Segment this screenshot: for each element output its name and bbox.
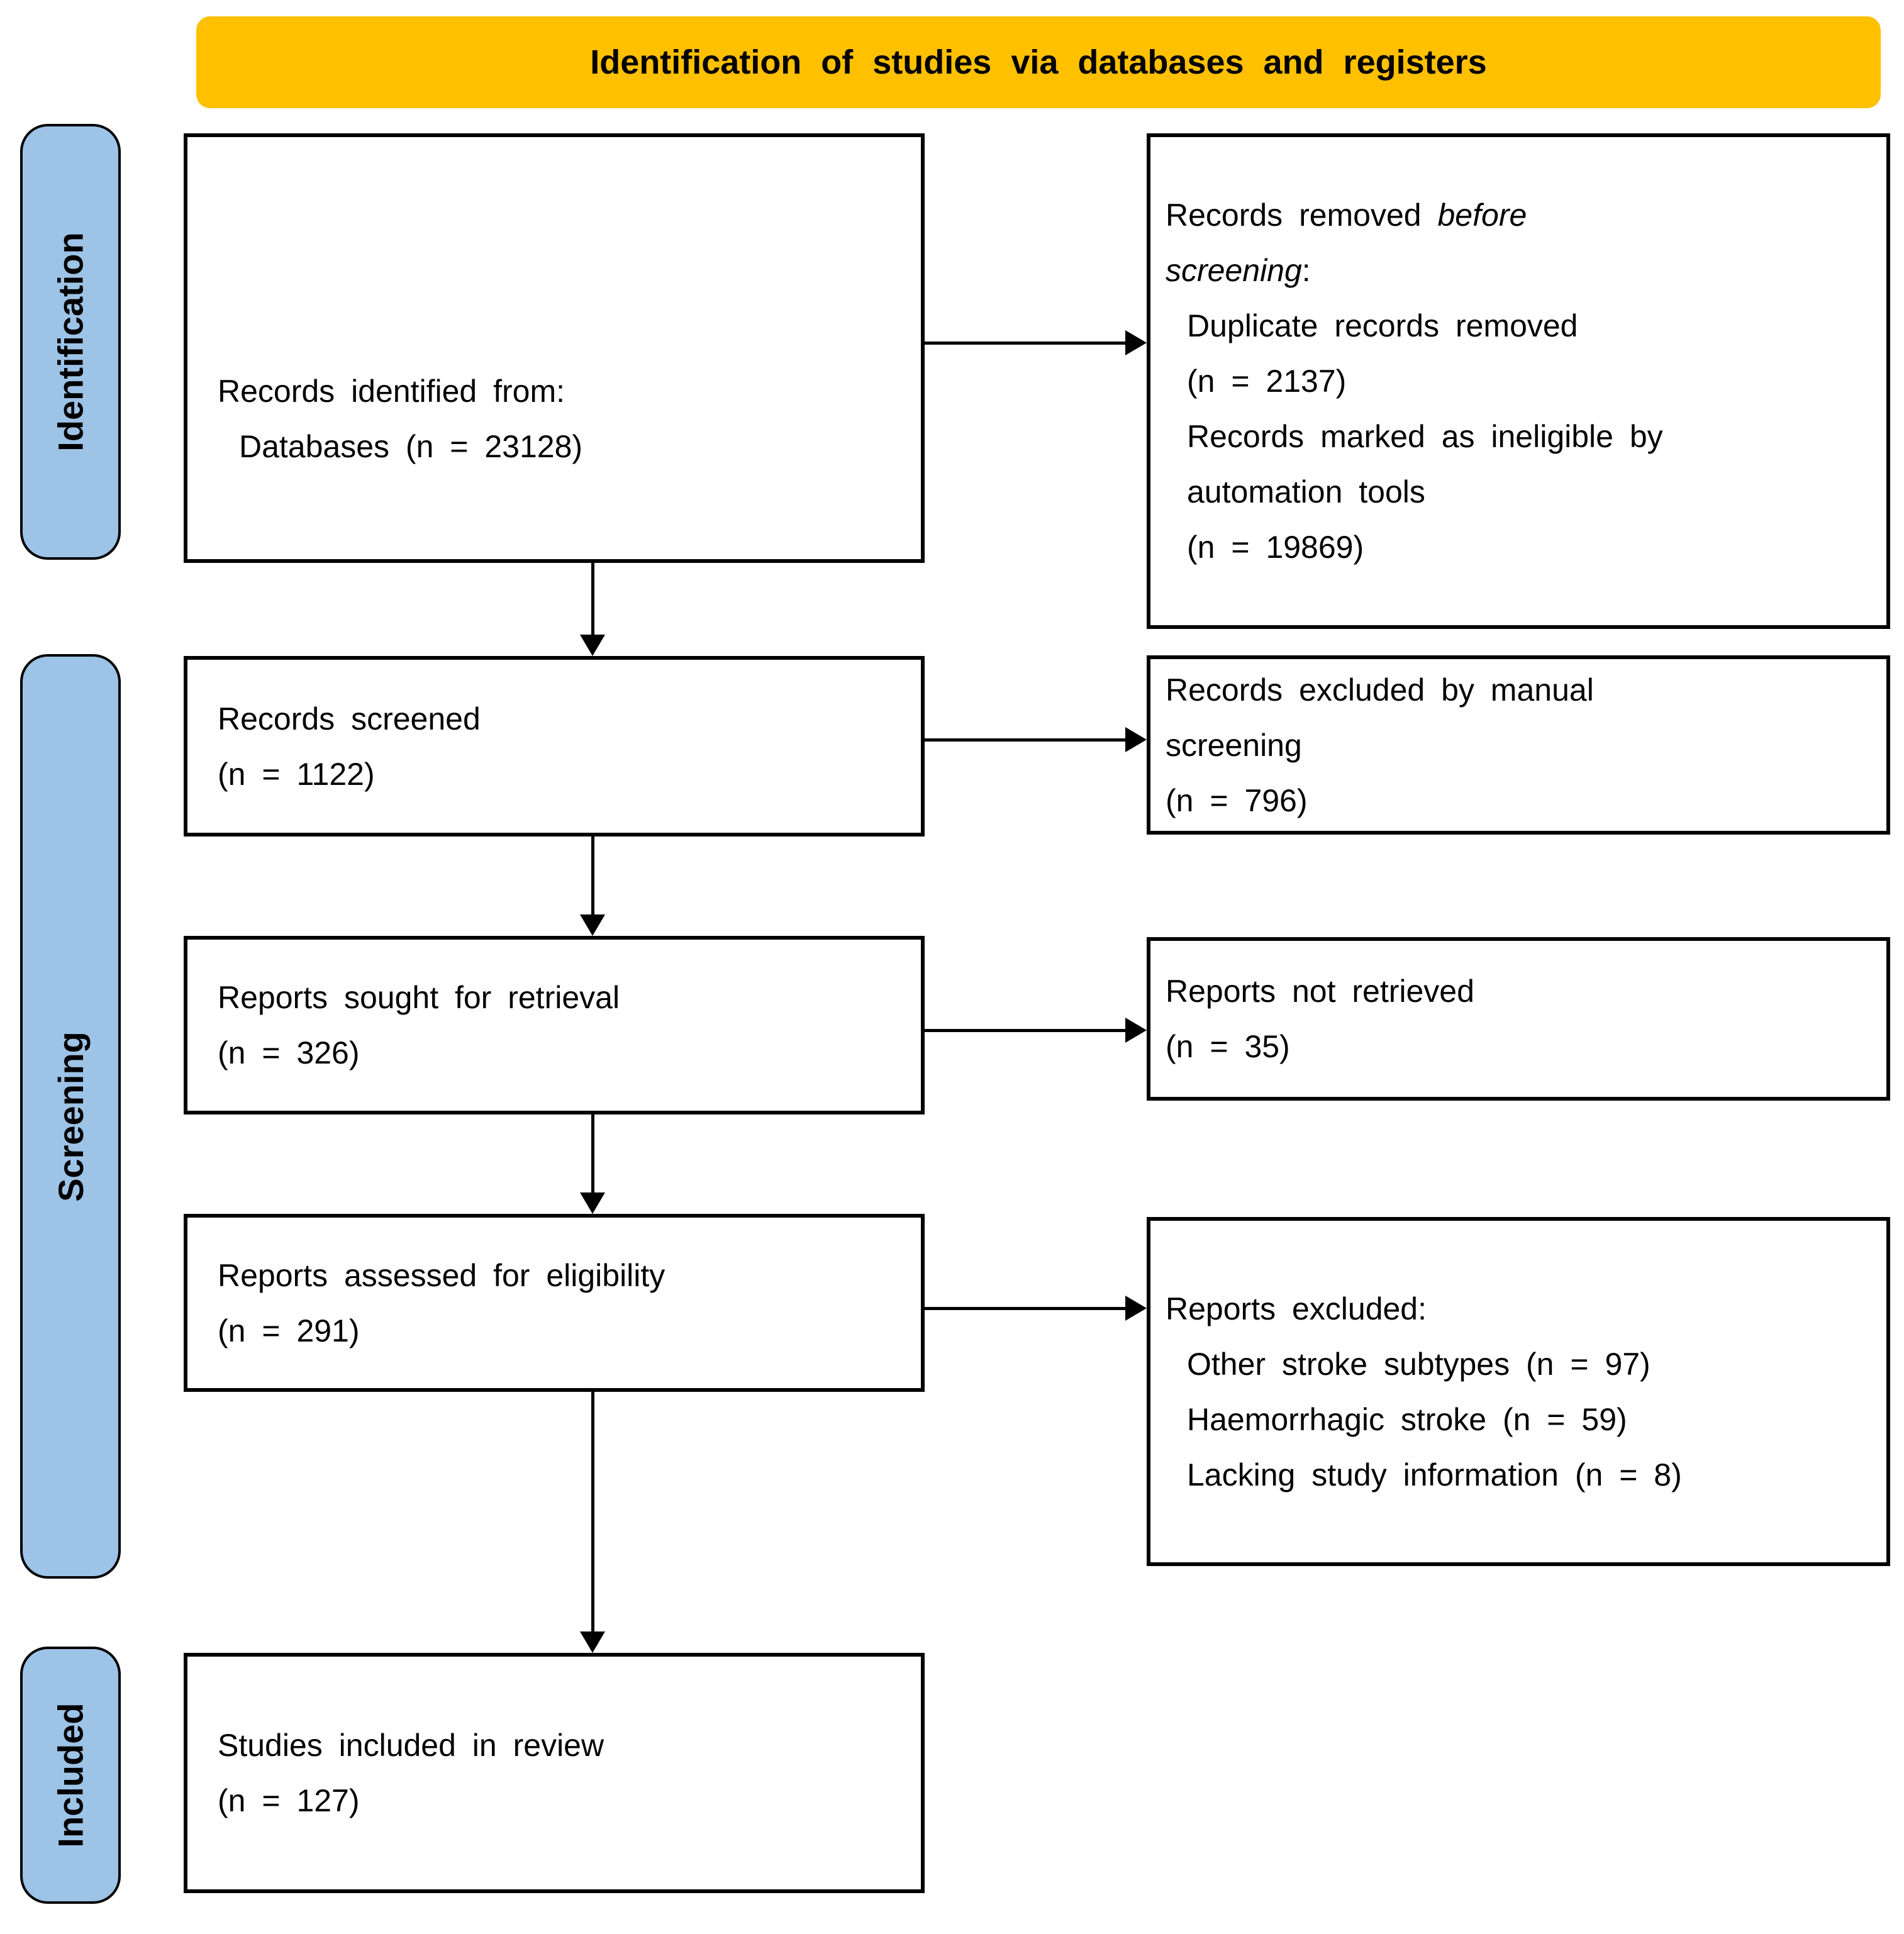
stage-label-identification: Identification: [20, 124, 121, 560]
box-studies-included-line1: Studies included in review: [218, 1728, 604, 1763]
stage-label-included: Included: [20, 1647, 121, 1904]
box-reports-assessed-line1: Reports assessed for eligibility: [218, 1257, 665, 1293]
stage-label-screening: Screening: [20, 654, 121, 1579]
box-reports-assessed: Reports assessed for eligibility (n = 29…: [184, 1214, 925, 1392]
box-reports-excluded: Reports excluded: Other stroke subtypes …: [1147, 1217, 1890, 1566]
box-reports-not-retrieved-line2: (n = 35): [1166, 1029, 1290, 1064]
box-records-removed-item1: Duplicate records removed: [1187, 308, 1578, 343]
box-reports-sought-line2: (n = 326): [218, 1035, 360, 1070]
box-records-screened: Records screened (n = 1122): [184, 656, 925, 836]
box-records-removed-line1: Records removed before: [1166, 197, 1527, 233]
box-records-removed-line2: screening:: [1166, 253, 1311, 288]
box-reports-not-retrieved-line1: Reports not retrieved: [1166, 974, 1474, 1009]
box-studies-included: Studies included in review (n = 127): [184, 1653, 925, 1893]
box-records-identified-line2: Databases (n = 23128): [239, 429, 583, 464]
box-reports-excluded-item3: Lacking study information (n = 8): [1187, 1457, 1682, 1492]
title-banner-label: Identification of studies via databases …: [590, 43, 1487, 81]
box-records-identified-line1: Records identified from:: [218, 374, 565, 409]
box-records-identified: Records identified from: Databases (n = …: [184, 133, 925, 563]
box-records-excluded: Records excluded by manual screening (n …: [1147, 655, 1890, 835]
box-records-removed: Records removed before screening: Duplic…: [1147, 133, 1890, 629]
box-reports-assessed-line2: (n = 291): [218, 1313, 360, 1348]
box-records-excluded-line3: (n = 796): [1166, 782, 1308, 818]
box-records-removed-item1-count: (n = 2137): [1187, 364, 1347, 399]
box-reports-sought-line1: Reports sought for retrieval: [218, 980, 620, 1015]
stage-label-screening-text: Screening: [50, 1031, 91, 1202]
box-studies-included-line2: (n = 127): [218, 1783, 360, 1818]
box-records-removed-item2-count: (n = 19869): [1187, 530, 1364, 565]
stage-label-identification-text: Identification: [50, 232, 91, 452]
box-reports-excluded-item1: Other stroke subtypes (n = 97): [1187, 1346, 1651, 1382]
title-banner: Identification of studies via databases …: [196, 16, 1881, 108]
box-records-excluded-line2: screening: [1166, 727, 1302, 763]
stage-label-included-text: Included: [50, 1703, 91, 1848]
box-reports-excluded-item2: Haemorrhagic stroke (n = 59): [1187, 1401, 1627, 1437]
box-records-removed-item2b: automation tools: [1187, 474, 1425, 509]
box-reports-not-retrieved: Reports not retrieved (n = 35): [1147, 937, 1890, 1101]
box-records-screened-line1: Records screened: [218, 701, 481, 736]
box-records-removed-item2a: Records marked as ineligible by: [1187, 419, 1663, 454]
box-records-screened-line2: (n = 1122): [218, 756, 375, 792]
box-records-excluded-line1: Records excluded by manual: [1166, 672, 1594, 708]
box-reports-excluded-line1: Reports excluded:: [1166, 1291, 1427, 1326]
box-reports-sought: Reports sought for retrieval (n = 326): [184, 936, 925, 1114]
